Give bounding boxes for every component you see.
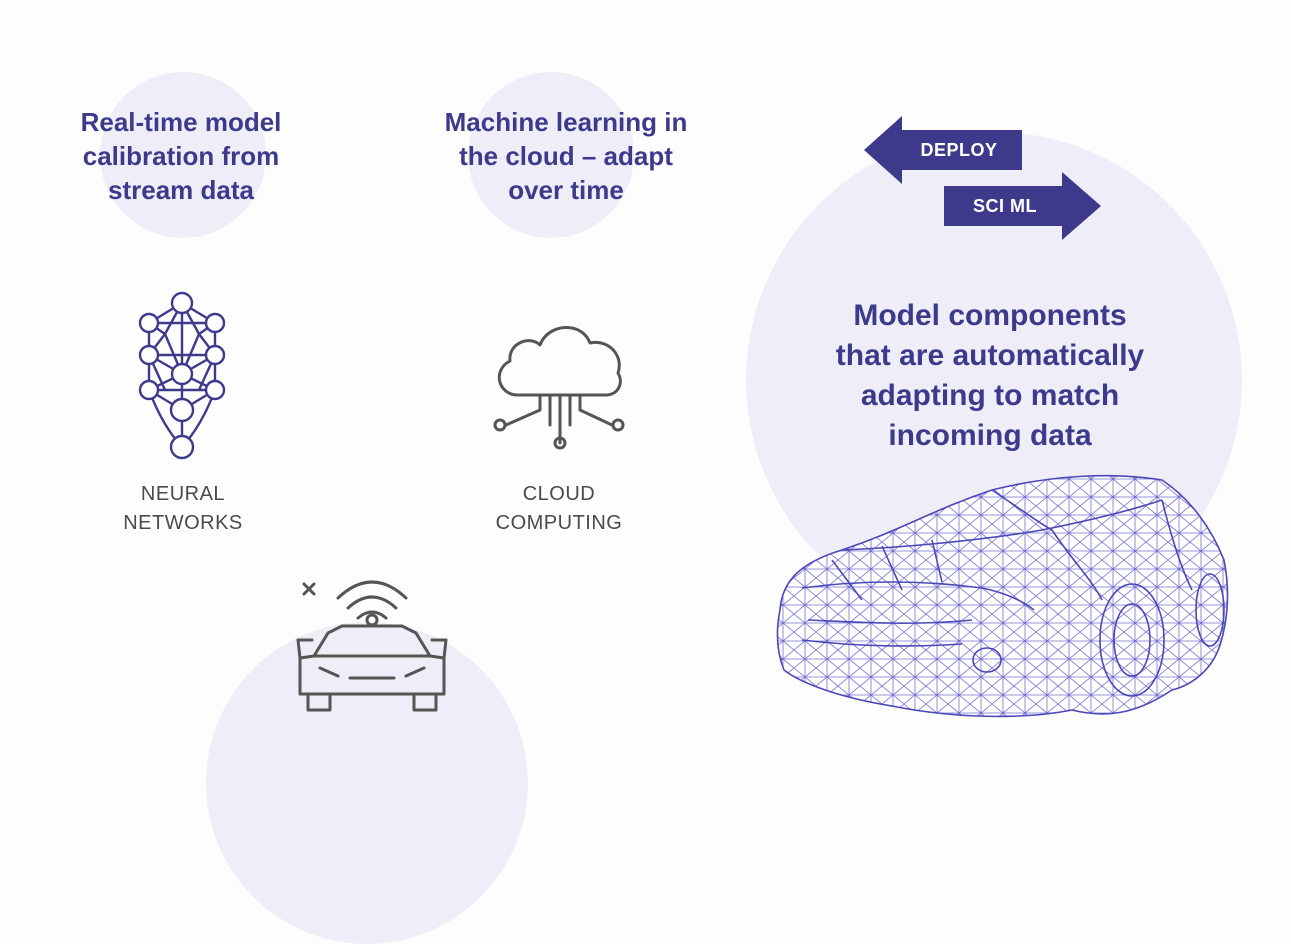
caption-line: NEURAL: [140, 483, 226, 505]
neural-network-icon: [138, 291, 226, 460]
main-message-line: incoming data: [888, 419, 1092, 452]
main-message-line: adapting to match: [860, 379, 1120, 412]
bg-circle-cloud-ml: [468, 72, 634, 238]
sciml-label: SCI ML: [973, 196, 1037, 216]
sciml-arrow[interactable]: [944, 172, 1104, 242]
neural-networks-caption: NEURAL NETWORKS: [83, 480, 283, 538]
main-message: Model components that are automatically …: [790, 296, 1190, 456]
caption-line: NETWORKS: [123, 512, 243, 534]
deploy-arrow[interactable]: [864, 116, 1024, 186]
headline-line: over time: [508, 175, 624, 205]
headline-line: Machine learning in: [444, 107, 688, 137]
wireframe-car-image: [776, 474, 1229, 718]
cloud-ml-headline: Machine learning in the cloud – adapt ov…: [405, 105, 727, 207]
caption-line: COMPUTING: [495, 512, 623, 534]
main-message-line: Model components: [853, 299, 1127, 332]
cloud-computing-icon: [493, 326, 625, 450]
connected-car-icon: [296, 580, 448, 712]
deploy-label: DEPLOY: [920, 140, 998, 160]
realtime-calibration-headline: Real-time model calibration from stream …: [40, 105, 322, 207]
headline-line: the cloud – adapt: [459, 141, 673, 171]
cloud-computing-caption: CLOUD COMPUTING: [459, 480, 659, 538]
headline-line: Real-time model: [80, 107, 282, 137]
headline-line: stream data: [108, 175, 254, 205]
caption-line: CLOUD: [522, 483, 596, 505]
headline-line: calibration from: [82, 141, 280, 171]
bg-circle-realtime: [100, 72, 266, 238]
main-message-line: that are automatically: [835, 339, 1145, 372]
